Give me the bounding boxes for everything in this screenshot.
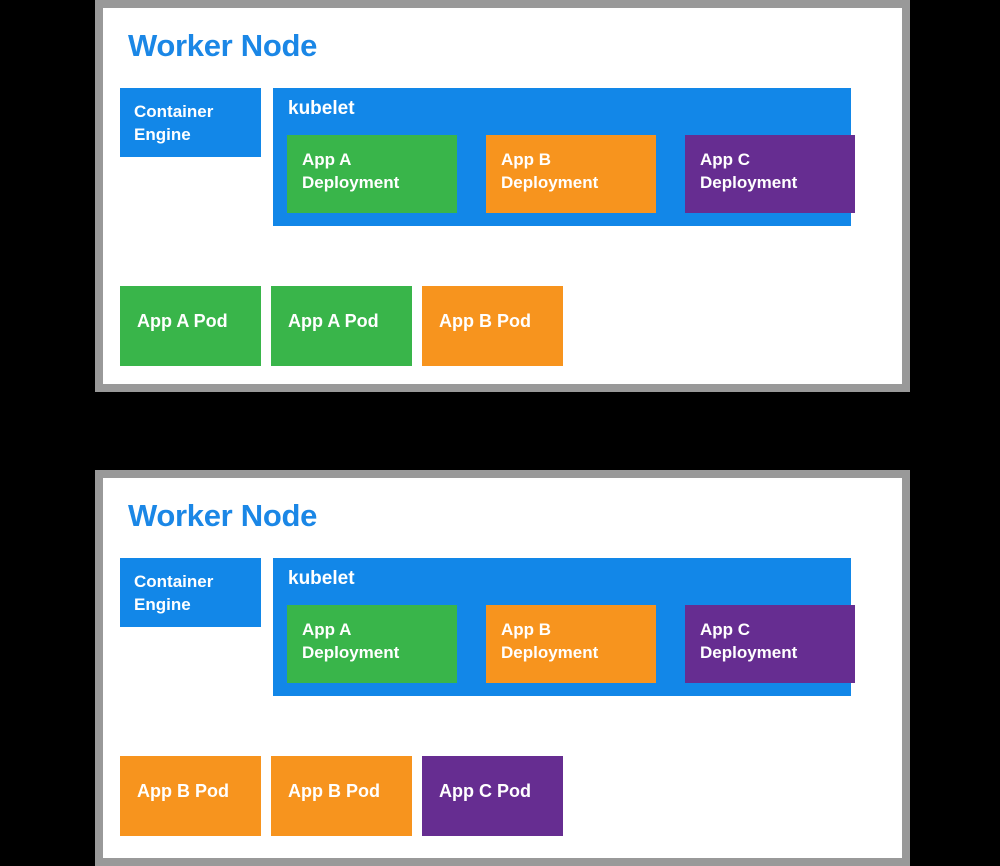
deployment-app-c-line2-2: Deployment	[700, 643, 798, 663]
worker-node-panel-1: Worker Node Container Engine kubelet App…	[95, 0, 910, 392]
deployment-box-app-b-2: App B Deployment	[486, 605, 656, 683]
container-engine-line1-1: Container	[134, 102, 214, 121]
container-engine-box-2: Container Engine	[120, 558, 261, 627]
deployment-app-c-line2-1: Deployment	[700, 173, 798, 193]
deployment-label-app-c-2: App C Deployment	[700, 618, 849, 665]
deployment-row-1: App A Deployment App B Deployment App C	[287, 135, 855, 213]
pod-box-2-2: App B Pod	[271, 756, 412, 836]
deployment-row-2: App A Deployment App B Deployment App C	[287, 605, 855, 683]
kubelet-label-2: kubelet	[288, 568, 355, 589]
pod-label-2-3: App C Pod	[439, 781, 531, 801]
pod-label-2-2: App B Pod	[288, 781, 380, 801]
deployment-app-c-line1-2: App C	[700, 620, 751, 639]
deployment-app-a-line2-1: Deployment	[302, 173, 400, 193]
deployment-label-app-a-1: App A Deployment	[302, 148, 451, 195]
deployment-label-app-b-1: App B Deployment	[501, 148, 650, 195]
deployment-box-app-b-1: App B Deployment	[486, 135, 656, 213]
kubelet-label-1: kubelet	[288, 98, 355, 119]
pod-row-2: App B Pod App B Pod App C Pod	[120, 756, 563, 836]
deployment-box-app-c-1: App C Deployment	[685, 135, 855, 213]
container-engine-box-1: Container Engine	[120, 88, 261, 157]
container-engine-line2-1: Engine	[134, 124, 191, 144]
worker-node-title-2: Worker Node	[128, 498, 318, 533]
pod-box-1-3: App B Pod	[422, 286, 563, 366]
container-engine-line1-2: Container	[134, 572, 214, 591]
deployment-app-b-line1-1: App B	[501, 150, 552, 169]
worker-node-title-1: Worker Node	[128, 28, 318, 63]
deployment-box-app-a-2: App A Deployment	[287, 605, 457, 683]
worker-node-panel-2: Worker Node Container Engine kubelet App…	[95, 470, 910, 866]
deployment-label-app-c-1: App C Deployment	[700, 148, 849, 195]
deployment-box-app-c-2: App C Deployment	[685, 605, 855, 683]
pod-label-2-1: App B Pod	[137, 781, 229, 801]
pod-box-2-3: App C Pod	[422, 756, 563, 836]
pod-row-1: App A Pod App A Pod App B Pod	[120, 286, 563, 366]
pod-label-1-2: App A Pod	[288, 311, 379, 331]
deployment-box-app-a-1: App A Deployment	[287, 135, 457, 213]
deployment-label-app-b-2: App B Deployment	[501, 618, 650, 665]
kubelet-box-1: kubelet App A Deployment App B Deploymen…	[273, 88, 855, 226]
deployment-label-app-a-2: App A Deployment	[302, 618, 451, 665]
deployment-app-c-line1-1: App C	[700, 150, 751, 169]
deployment-app-a-line2-2: Deployment	[302, 643, 400, 663]
deployment-app-b-line1-2: App B	[501, 620, 552, 639]
deployment-app-b-line2-1: Deployment	[501, 173, 599, 193]
pod-label-1-3: App B Pod	[439, 311, 531, 331]
kubelet-box-2: kubelet App A Deployment App B Deploymen…	[273, 558, 855, 696]
pod-box-2-1: App B Pod	[120, 756, 261, 836]
deployment-app-b-line2-2: Deployment	[501, 643, 599, 663]
pod-box-1-1: App A Pod	[120, 286, 261, 366]
deployment-app-a-line1-2: App A	[302, 620, 352, 639]
container-engine-line2-2: Engine	[134, 594, 191, 614]
container-engine-label-1: Container Engine	[134, 101, 253, 147]
deployment-app-a-line1-1: App A	[302, 150, 352, 169]
pod-box-1-2: App A Pod	[271, 286, 412, 366]
container-engine-label-2: Container Engine	[134, 571, 253, 617]
pod-label-1-1: App A Pod	[137, 311, 228, 331]
